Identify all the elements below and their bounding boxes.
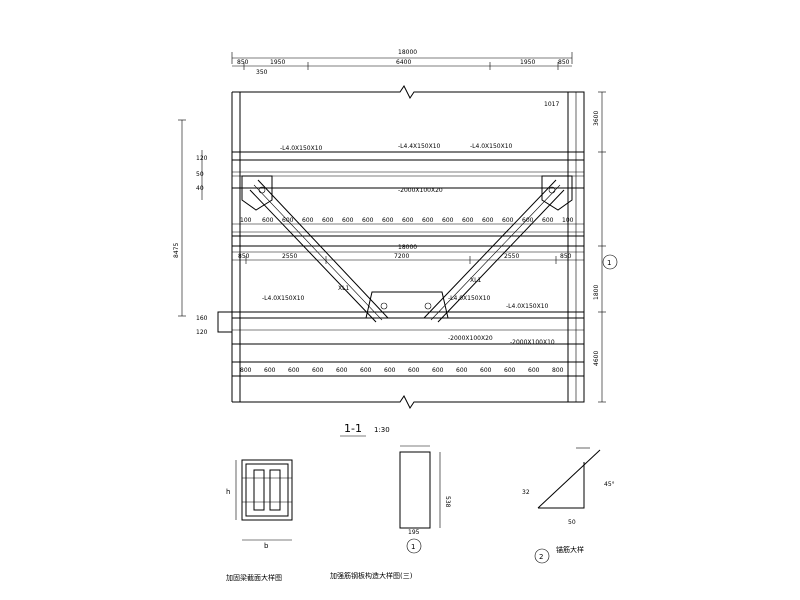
tick-u-9: 600 (422, 217, 434, 224)
dim-mid-4: 2550 (504, 253, 519, 260)
label-plate-lower-mid: -L4.0X150X10 (448, 295, 491, 302)
detail-2-label: 2 (539, 553, 543, 561)
tick-u-6: 600 (362, 217, 374, 224)
detail-center-dim: 538 (444, 496, 451, 508)
lower-beam (217, 311, 584, 377)
detail-2-circle (534, 548, 550, 564)
left-dimensions: 8475 120 50 40 160 120 (173, 119, 208, 336)
detail-left-dim-h: b (264, 542, 269, 550)
detail-right-len: 32 (522, 489, 530, 496)
dim-sub-top: 350 (256, 69, 268, 76)
dim-mid-5: 850 (560, 253, 572, 260)
tick-l-10: 600 (480, 367, 492, 374)
top-dimension-chain: 18000 850 1950 6400 1950 850 350 (231, 49, 573, 76)
tick-l-13: 800 (552, 367, 564, 374)
tick-u-5: 600 (342, 217, 354, 224)
tick-l-11: 600 (504, 367, 516, 374)
section-title: 1-1 1:30 (340, 422, 390, 437)
dim-mid-1: 850 (238, 253, 250, 260)
label-plate-strip-upper: -2000X100X20 (398, 187, 443, 194)
tick-l-2: 600 (288, 367, 300, 374)
detail-left-title: 加固梁截面大样图 (226, 573, 282, 582)
label-plate-lower-right: -L4.0X150X10 (506, 303, 549, 310)
label-plate-lower-left: -L4.0X150X10 (262, 295, 305, 302)
detail-center-title: 加强筋钢板构造大样图(三) (330, 571, 413, 580)
tick-u-7: 600 (382, 217, 394, 224)
detail-beam-section: h b 加固梁截面大样图 (226, 459, 293, 582)
dim-left-s1: 50 (196, 171, 204, 178)
tick-u-3: 600 (302, 217, 314, 224)
dim-overall-top: 18000 (398, 49, 417, 56)
tick-l-12: 600 (528, 367, 540, 374)
tick-l-9: 600 (456, 367, 468, 374)
dim-right-low: 4600 (593, 351, 600, 366)
detail-plate: 538 195 1 加强筋钢板构造大样图(三) (330, 445, 451, 580)
tick-l-0: 800 (240, 367, 252, 374)
dim-overall-mid: 18000 (398, 244, 417, 251)
detail-1-label: 1 (411, 543, 415, 551)
tick-l-1: 600 (264, 367, 276, 374)
dim-seg-3: 6400 (396, 59, 411, 66)
middle-dimension-chain: 18000 850 2550 7200 2550 850 (232, 244, 584, 264)
dim-mid-2: 2550 (282, 253, 297, 260)
label-plate-strip-lower: -2000X100X20 (448, 335, 493, 342)
tick-l-7: 600 (408, 367, 420, 374)
detail-right-dim: 50 (568, 519, 576, 526)
dim-seg-5: 850 (558, 59, 570, 66)
dim-right-top: 3600 (593, 111, 600, 126)
grid-marker-circle (602, 254, 618, 270)
tick-u-4: 600 (322, 217, 334, 224)
dim-sub-right: 1017 (544, 101, 559, 108)
tick-u-16: 100 (562, 217, 574, 224)
detail-left-dim-v: h (226, 488, 230, 496)
tick-u-12: 600 (482, 217, 494, 224)
tick-u-1: 600 (262, 217, 274, 224)
diagonal-braces (241, 175, 573, 323)
dim-right-mid: 1800 (593, 285, 600, 300)
detail-center-width: 195 (408, 529, 420, 536)
tick-l-8: 600 (432, 367, 444, 374)
section-title-label: 1-1 (344, 422, 362, 435)
lower-rebar-row: 800 600 600 600 600 600 600 600 600 600 … (240, 367, 564, 374)
grid-marker-label: 1 (607, 259, 611, 267)
tick-l-3: 600 (312, 367, 324, 374)
detail-right-title: 锚筋大样 (556, 545, 584, 554)
dim-left-tall: 8475 (173, 243, 180, 258)
upper-rebar-row: 100 600 600 600 600 600 600 600 600 600 … (232, 217, 584, 225)
tick-u-13: 600 (502, 217, 514, 224)
label-xl1-left: XL1 (338, 285, 349, 292)
tick-u-11: 600 (462, 217, 474, 224)
dim-seg-2: 1950 (270, 59, 285, 66)
label-plate-upper-left: -L4.0X150X10 (280, 145, 323, 152)
tick-l-4: 600 (336, 367, 348, 374)
section-scale: 1:30 (374, 426, 390, 434)
tick-u-0: 100 (240, 217, 252, 224)
label-plate-upper-right: -L4.0X150X10 (470, 143, 513, 150)
main-frame (231, 85, 585, 409)
plate-labels: -L4.0X150X10 -L4.4X150X10 -L4.0X150X10 -… (262, 143, 555, 346)
dim-left-s3: 160 (196, 315, 208, 322)
dim-left-s0: 120 (196, 155, 208, 162)
detail-anchor: 50 45° 32 2 锚筋大样 (522, 447, 615, 564)
tick-u-14: 600 (522, 217, 534, 224)
detail-right-angle: 45° (604, 481, 615, 488)
label-xl1-right: XL1 (470, 277, 481, 284)
tick-u-10: 600 (442, 217, 454, 224)
dim-left-s4: 120 (196, 329, 208, 336)
upper-beam (232, 151, 584, 247)
detail-1-circle (406, 538, 422, 554)
label-plate-strip-right: -2000X100X10 (510, 339, 555, 346)
dim-seg-4: 1950 (520, 59, 535, 66)
tick-u-8: 600 (402, 217, 414, 224)
tick-u-15: 600 (542, 217, 554, 224)
dim-mid-3: 7200 (394, 253, 409, 260)
tick-l-6: 600 (384, 367, 396, 374)
dim-seg-1: 850 (237, 59, 249, 66)
tick-l-5: 600 (360, 367, 372, 374)
dim-left-s2: 40 (196, 185, 204, 192)
right-dimensions: 3600 1800 4600 1017 1 (544, 91, 618, 403)
label-plate-upper-center: -L4.4X150X10 (398, 143, 441, 150)
